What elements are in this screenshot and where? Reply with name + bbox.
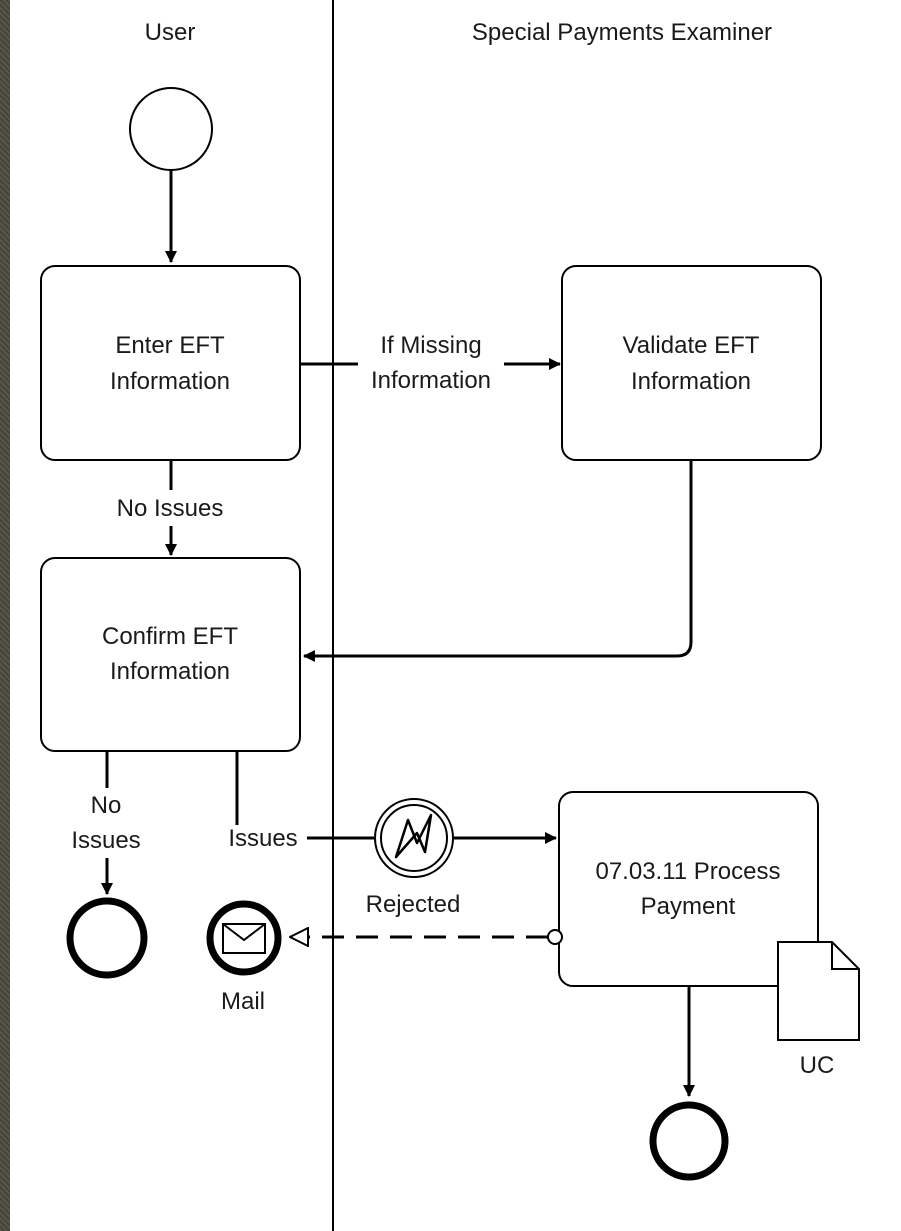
lane-header-examiner: Special Payments Examiner xyxy=(472,19,772,46)
document-label: UC xyxy=(800,1052,835,1079)
bpmn-diagram-canvas: User Special Payments Examiner Enter EFT… xyxy=(10,0,901,1231)
flow-label-if-missing-line1: If Missing xyxy=(380,332,481,359)
start-event[interactable] xyxy=(129,87,213,171)
document-icon xyxy=(777,941,860,1041)
flow-label-if-missing-line2: Information xyxy=(371,367,491,394)
mail-end-event[interactable] xyxy=(206,900,282,976)
event-label-mail: Mail xyxy=(221,988,265,1015)
flow-validate-to-confirm xyxy=(303,460,693,662)
task-enter-eft-line2: Information xyxy=(110,368,230,395)
event-label-rejected: Rejected xyxy=(366,891,461,918)
envelope-icon xyxy=(222,923,266,954)
flow-label-no-issues: No Issues xyxy=(117,495,224,522)
rejected-event[interactable] xyxy=(374,798,454,878)
task-enter-eft-line1: Enter EFT xyxy=(115,332,225,359)
task-process-payment-line1: 07.03.11 Process xyxy=(595,858,780,885)
task-validate-eft-line2: Information xyxy=(631,368,751,395)
flow-label-no-line1: No xyxy=(91,792,122,819)
task-confirm-eft-line2: Information xyxy=(110,658,230,685)
message-flow-origin xyxy=(547,929,563,945)
lightning-icon xyxy=(394,813,433,859)
task-validate-eft[interactable]: Validate EFT Information xyxy=(561,265,822,461)
task-validate-eft-line1: Validate EFT xyxy=(623,332,760,359)
end-event-user[interactable] xyxy=(66,897,148,979)
document-artifact[interactable] xyxy=(777,941,860,1041)
flow-label-no-line2: Issues xyxy=(71,827,140,854)
bpmn-diagram: User Special Payments Examiner Enter EFT… xyxy=(40,0,860,1231)
lane-header-user: User xyxy=(145,19,196,46)
task-confirm-eft[interactable]: Confirm EFT Information xyxy=(40,557,301,752)
task-enter-eft[interactable]: Enter EFT Information xyxy=(40,265,301,461)
task-process-payment-line2: Payment xyxy=(641,893,736,920)
end-event-examiner[interactable] xyxy=(649,1101,729,1181)
task-confirm-eft-line1: Confirm EFT xyxy=(102,623,238,650)
flow-label-issues: Issues xyxy=(228,825,297,852)
